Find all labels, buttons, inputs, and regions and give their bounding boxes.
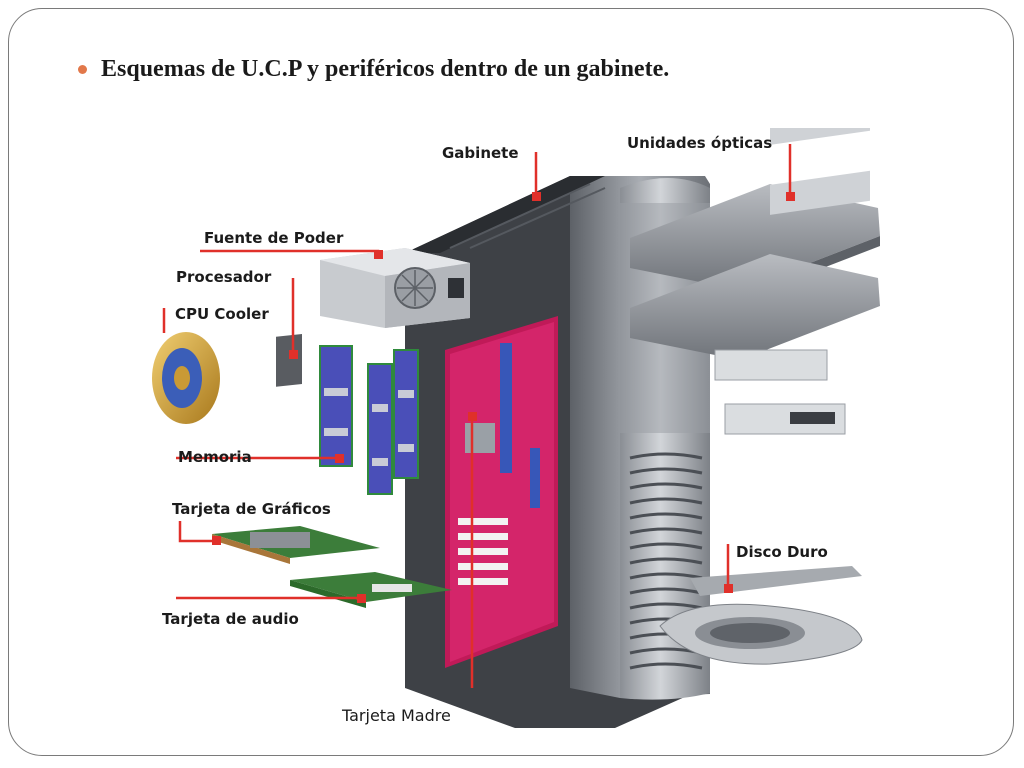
bullet-text: Esquemas de U.C.P y periféricos dentro d…	[101, 56, 670, 82]
label-tarjeta-madre: Tarjeta Madre	[342, 706, 451, 725]
bullet-item: Esquemas de U.C.P y periféricos dentro d…	[78, 56, 669, 83]
label-fuente-de-poder: Fuente de Poder	[204, 229, 344, 247]
optical-drives	[630, 128, 880, 360]
leader-markers	[212, 192, 795, 603]
graphics-card	[212, 526, 380, 564]
label-tarjeta-de-audio: Tarjeta de audio	[162, 610, 299, 628]
processor	[276, 334, 302, 387]
power-supply	[320, 248, 470, 328]
motherboard	[445, 316, 558, 668]
bullet-dot-icon	[78, 65, 87, 74]
label-unidades-opticas: Unidades ópticas	[627, 134, 773, 152]
label-disco-duro: Disco Duro	[736, 543, 828, 561]
leader-lines	[162, 144, 792, 688]
computer-case-diagram	[152, 128, 880, 728]
cpu-cooler	[152, 332, 220, 424]
label-cpu-cooler: CPU Cooler	[175, 305, 269, 323]
audio-card	[290, 572, 452, 608]
label-gabinete: Gabinete	[442, 144, 519, 162]
label-tarjeta-de-graficos: Tarjeta de Gráficos	[172, 500, 331, 518]
label-memoria: Memoria	[178, 448, 252, 466]
label-procesador: Procesador	[176, 268, 272, 286]
floppy-drives	[714, 349, 846, 435]
memory-modules	[319, 345, 419, 495]
hard-drive	[659, 566, 863, 665]
